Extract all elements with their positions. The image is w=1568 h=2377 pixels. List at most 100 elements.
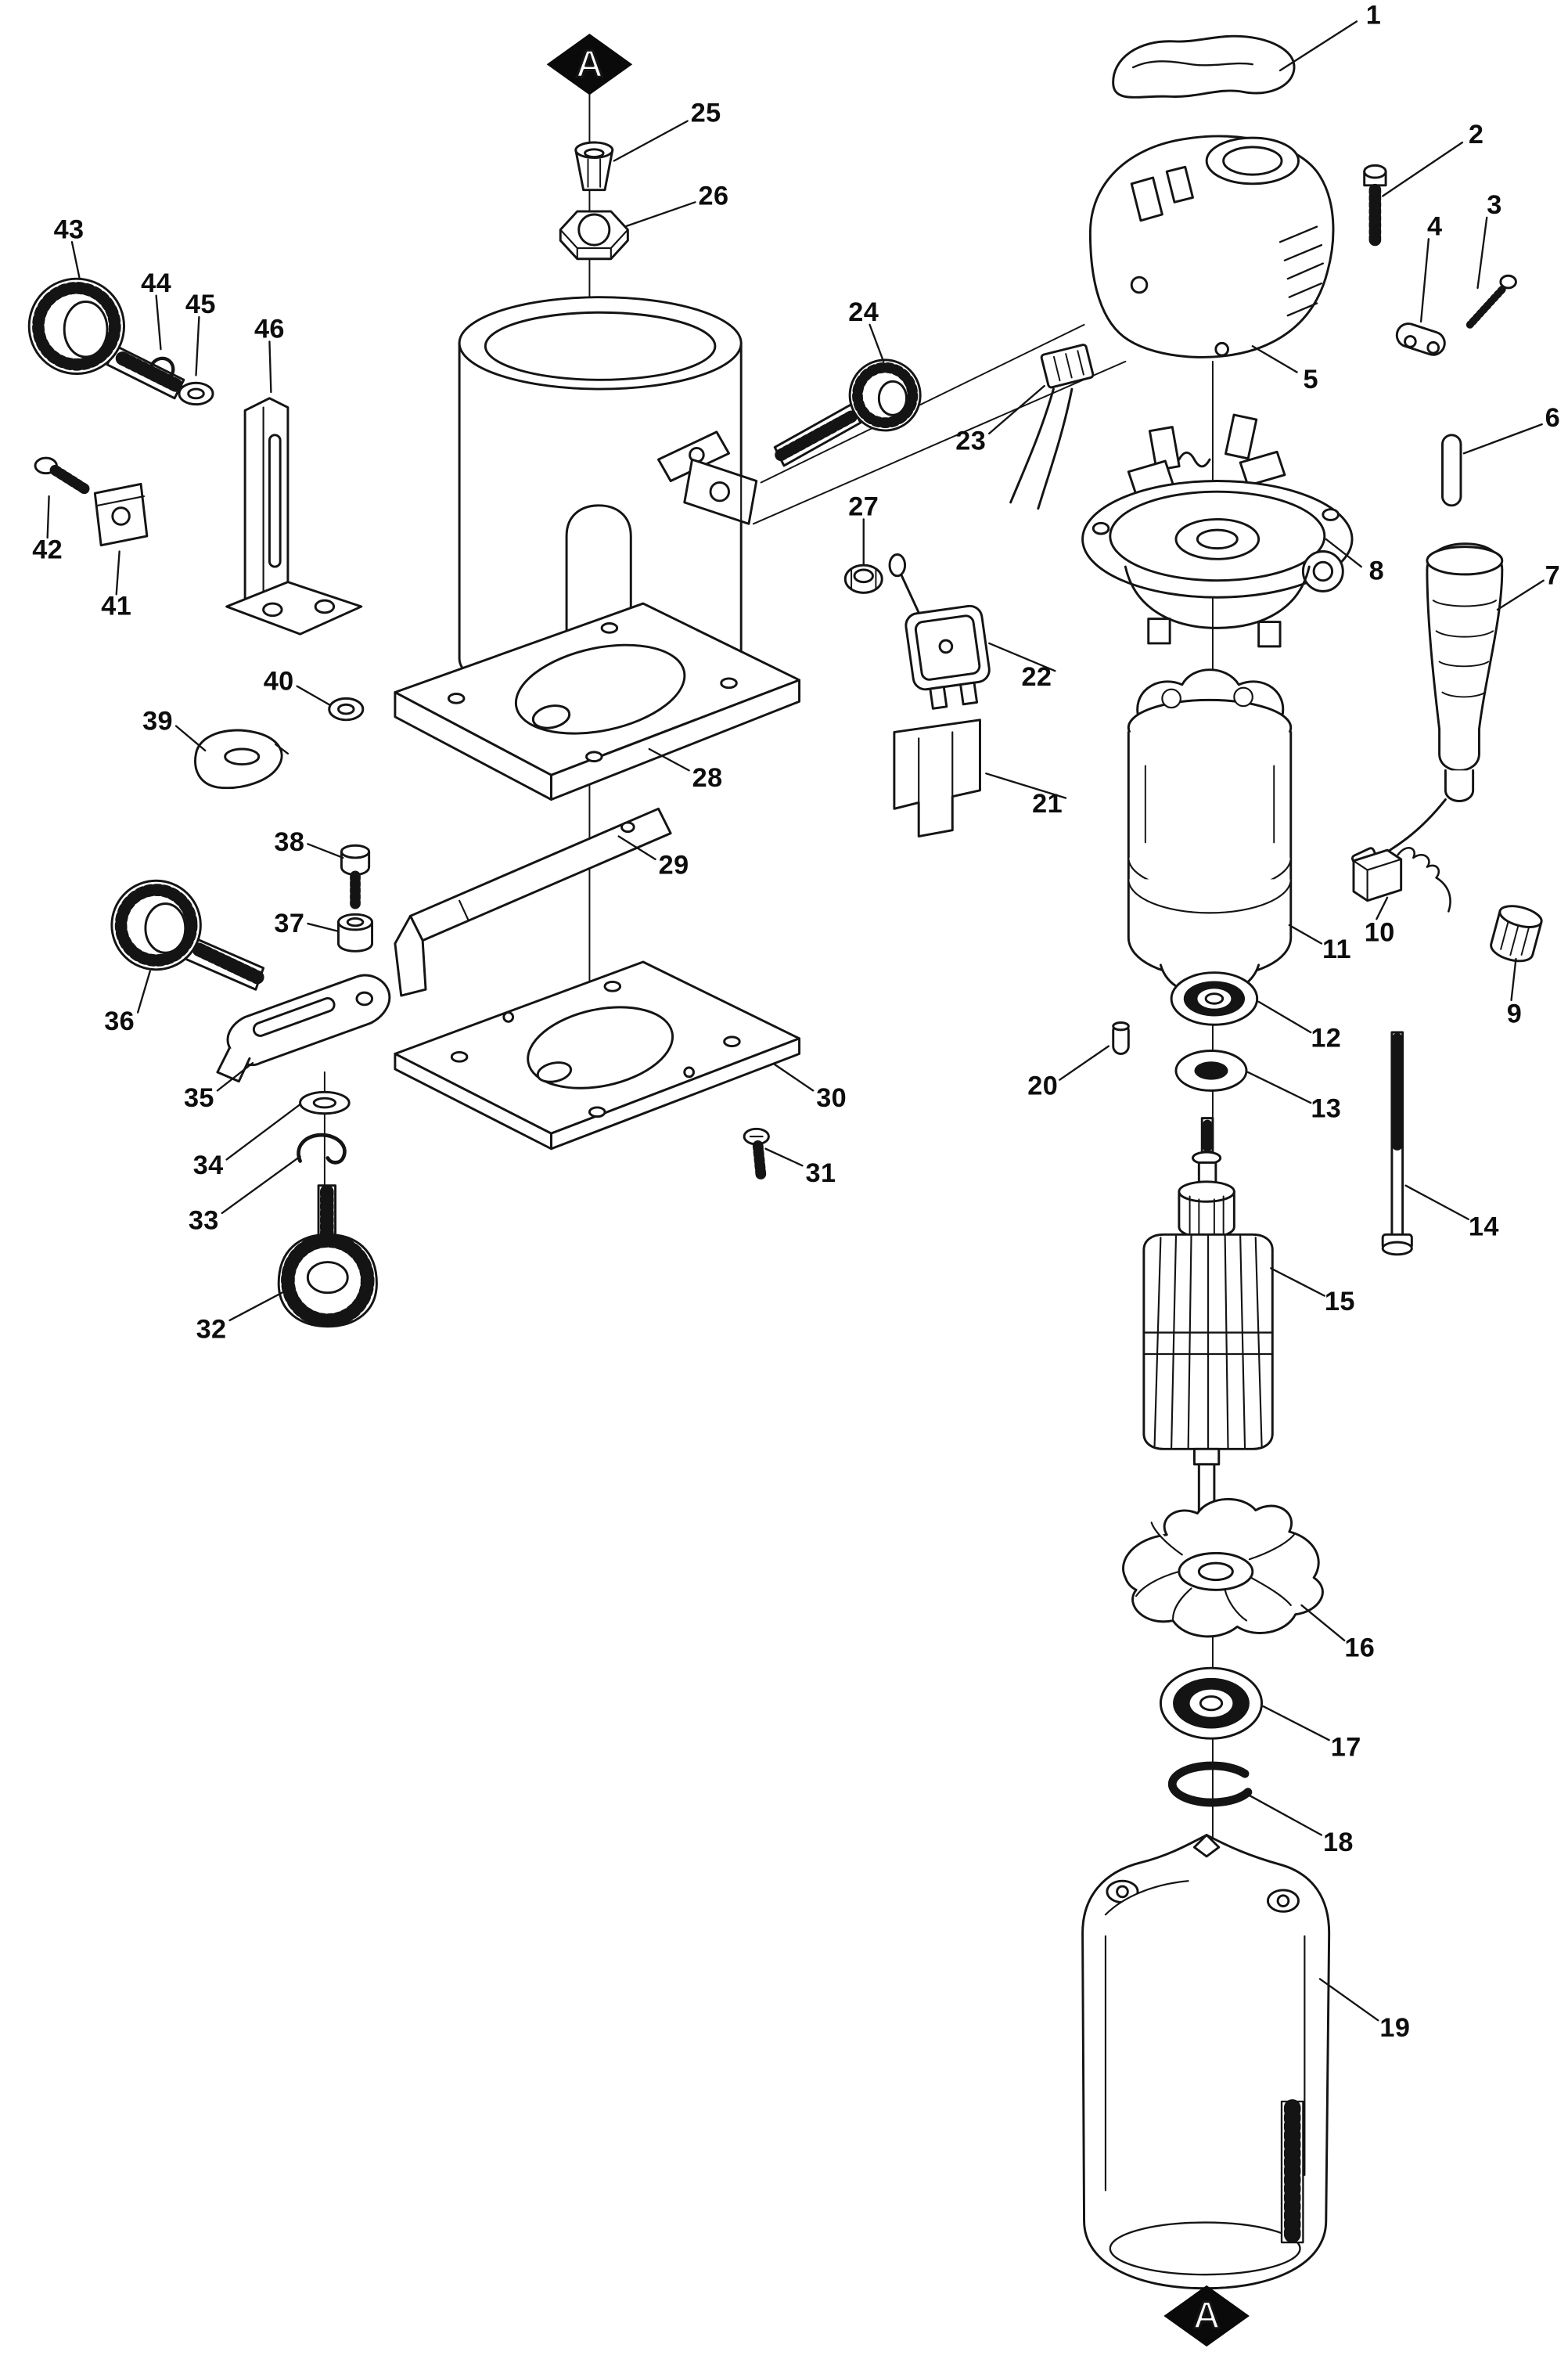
part-label-19: 19 <box>1379 2011 1411 2043</box>
assembly-axis-lines <box>323 91 1214 2286</box>
part-29-guide-plate <box>394 807 672 997</box>
section-marker-top: A <box>546 34 633 95</box>
part-16-fan <box>1122 1497 1324 1638</box>
part-38-screw <box>340 844 371 909</box>
part-7-cord-guard <box>1350 542 1504 871</box>
part-label-13: 13 <box>1311 1093 1342 1124</box>
part-label-6: 6 <box>1545 402 1561 433</box>
part-24-clamp-knob <box>773 358 922 467</box>
part-32-knob <box>277 1184 378 1328</box>
part-label-28: 28 <box>692 762 723 793</box>
part-label-8: 8 <box>1368 555 1385 586</box>
part-label-15: 15 <box>1324 1285 1355 1317</box>
part-46-guide-bracket <box>225 397 363 636</box>
part-12-ball-bearing <box>1170 971 1259 1026</box>
part-label-44: 44 <box>141 267 172 298</box>
part-3-screw <box>1466 274 1517 329</box>
part-label-5: 5 <box>1303 363 1318 394</box>
part-39-lever <box>194 729 290 790</box>
part-14-long-bolt <box>1381 1031 1413 1256</box>
part-label-17: 17 <box>1330 1731 1361 1763</box>
part-label-2: 2 <box>1468 118 1484 149</box>
part-4-cord-clip <box>1395 322 1446 356</box>
part-label-25: 25 <box>690 97 721 128</box>
part-19-motor-housing-lower <box>1081 1834 1331 2290</box>
part-label-27: 27 <box>848 491 879 522</box>
part-43-knob-bolt <box>27 277 185 400</box>
part-label-37: 37 <box>274 907 305 938</box>
part-label-40: 40 <box>263 665 294 697</box>
part-26-collet-nut <box>559 210 629 261</box>
part-label-34: 34 <box>192 1149 224 1180</box>
part-13-spacer-ring <box>1174 1050 1248 1092</box>
part-label-24: 24 <box>848 296 879 327</box>
part-1-lock-lever <box>1112 34 1296 99</box>
part-22-switch <box>888 553 991 710</box>
part-label-11: 11 <box>1322 933 1351 964</box>
part-label-43: 43 <box>53 214 85 245</box>
part-label-41: 41 <box>101 590 132 621</box>
part-42-screw <box>34 456 90 495</box>
part-label-32: 32 <box>196 1313 227 1345</box>
part-27-nut <box>843 564 883 594</box>
part-5-motor-housing-upper <box>1088 135 1335 358</box>
part-20-pin <box>1112 1021 1130 1055</box>
part-9-brush-cap <box>1490 905 1543 963</box>
part-30-sub-base-plate <box>394 960 801 1151</box>
part-label-31: 31 <box>805 1157 836 1188</box>
part-label-21: 21 <box>1032 787 1063 819</box>
part-label-35: 35 <box>183 1082 214 1113</box>
part-label-39: 39 <box>142 705 174 737</box>
part-37-nut <box>337 913 374 953</box>
part-label-9: 9 <box>1506 997 1523 1029</box>
part-label-10: 10 <box>1364 917 1395 948</box>
part-label-18: 18 <box>1322 1826 1354 1857</box>
section-marker-top-letter: A <box>576 43 603 85</box>
part-label-22: 22 <box>1021 661 1052 692</box>
part-6-pin <box>1441 434 1462 507</box>
part-label-38: 38 <box>274 826 305 857</box>
part-21-bracket <box>893 719 981 837</box>
part-36-knob <box>110 879 265 991</box>
part-23-connector <box>1009 344 1095 510</box>
part-8-brush-holder-base <box>1081 413 1354 648</box>
part-28-base-plate <box>394 602 801 801</box>
part-40-washer <box>328 697 365 722</box>
section-marker-bottom-letter: A <box>1192 2295 1220 2337</box>
part-11-stator <box>1127 668 1293 996</box>
part-label-20: 20 <box>1027 1069 1059 1101</box>
part-18-rubber-ring <box>1167 1761 1253 1807</box>
part-label-4: 4 <box>1426 211 1443 242</box>
part-label-16: 16 <box>1344 1632 1376 1663</box>
part-2-screw <box>1363 164 1387 249</box>
part-label-30: 30 <box>816 1082 847 1113</box>
part-label-46: 46 <box>254 313 285 344</box>
part-label-36: 36 <box>104 1005 135 1036</box>
part-41-plate <box>93 482 149 547</box>
section-marker-bottom: A <box>1163 2285 1250 2347</box>
part-10-carbon-brush <box>1352 847 1451 913</box>
part-45-washer <box>178 381 214 406</box>
part-label-26: 26 <box>698 179 729 211</box>
leader-lines <box>46 20 1545 2022</box>
part-label-3: 3 <box>1487 189 1502 220</box>
part-label-1: 1 <box>1365 0 1382 31</box>
part-34-washer <box>299 1090 351 1115</box>
part-44-spring-clip <box>148 356 175 381</box>
part-17-ball-bearing <box>1159 1666 1264 1740</box>
part-label-7: 7 <box>1545 560 1561 591</box>
part-label-42: 42 <box>32 534 63 565</box>
part-25-collet-cone <box>574 141 614 192</box>
part-label-12: 12 <box>1311 1022 1342 1053</box>
part-31-screw <box>743 1127 770 1182</box>
part-33-clip <box>297 1133 347 1165</box>
part-label-45: 45 <box>185 288 216 320</box>
part-label-33: 33 <box>188 1205 219 1236</box>
part-label-14: 14 <box>1468 1211 1499 1242</box>
part-label-29: 29 <box>658 849 689 881</box>
part-35-clamp-plate <box>216 974 391 1083</box>
part-label-23: 23 <box>955 425 987 456</box>
